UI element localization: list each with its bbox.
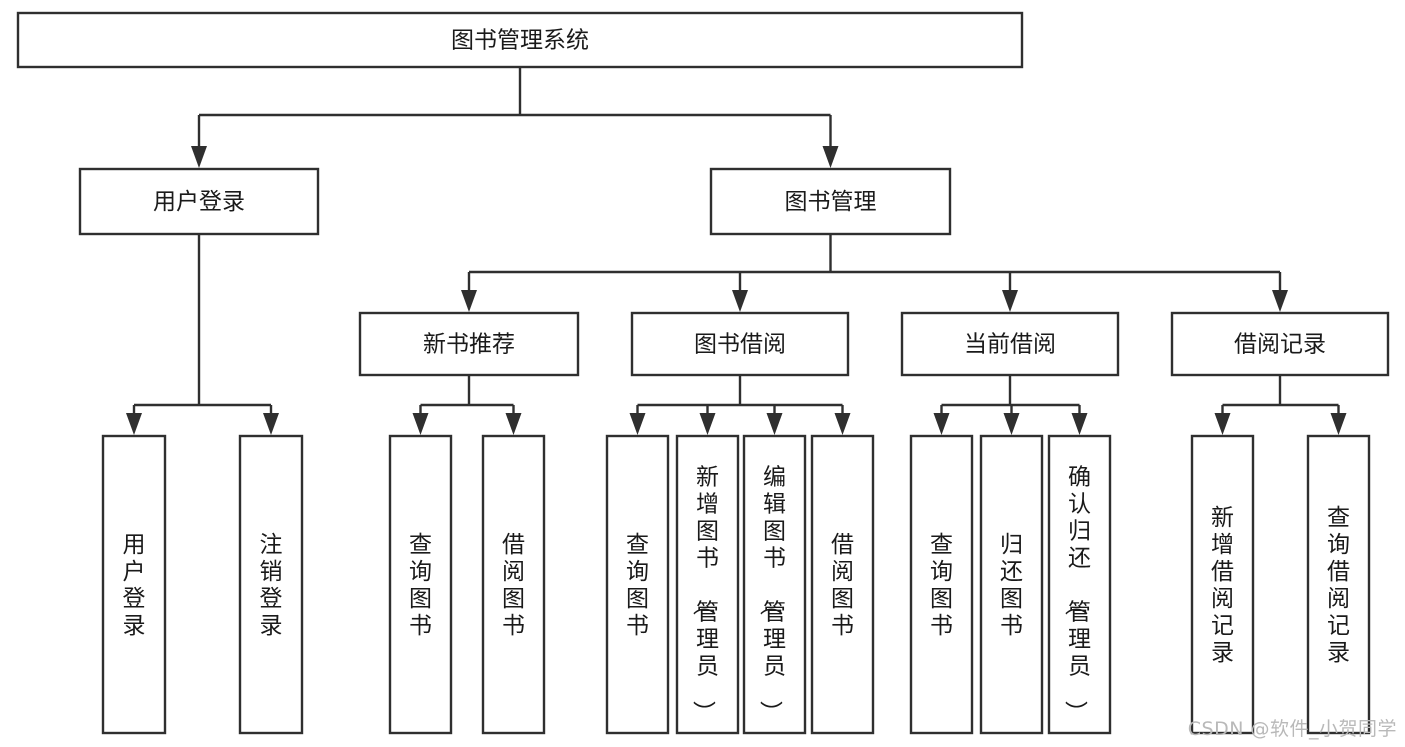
node-box[interactable] (900, 311, 1120, 377)
node-box[interactable] (238, 434, 304, 735)
node-box[interactable] (358, 311, 580, 377)
node-layer: 图书管理系统用户登录图书管理新书推荐图书借阅当前借阅借阅记录用户登录注销登录查询… (16, 11, 1390, 735)
node-label: 注销登录 (260, 532, 283, 639)
node-label: 编辑图书（管理员） (757, 465, 786, 724)
arrow-head-icon (1272, 290, 1288, 312)
node-box[interactable] (709, 167, 952, 236)
node-box[interactable] (675, 434, 740, 735)
node-查询借阅记录[interactable]: 查询借阅记录 (1306, 434, 1371, 735)
node-查询图书[interactable]: 查询图书 (605, 434, 670, 735)
node-label: 归还图书 (1000, 532, 1023, 639)
node-新增图书管理员[interactable]: 新增图书（管理员） (675, 434, 740, 735)
node-box[interactable] (742, 434, 807, 735)
node-编辑图书管理员[interactable]: 编辑图书（管理员） (742, 434, 807, 735)
arrow-head-icon (461, 290, 477, 312)
node-label: 用户登录 (153, 189, 245, 215)
arrow-head-icon (834, 413, 851, 435)
node-查询图书[interactable]: 查询图书 (388, 434, 453, 735)
node-label: 查询图书 (930, 532, 953, 639)
arrow-head-icon (126, 413, 142, 435)
arrow-head-icon (822, 146, 839, 168)
node-label: 借阅图书 (502, 532, 525, 639)
node-box[interactable] (810, 434, 875, 735)
node-label: 当前借阅 (964, 332, 1056, 358)
node-box[interactable] (101, 434, 167, 735)
node-label: 用户登录 (123, 532, 146, 639)
node-图书管理系统[interactable]: 图书管理系统 (16, 11, 1024, 69)
arrow-head-icon (1003, 413, 1020, 435)
node-label: 查询图书 (409, 532, 432, 639)
node-用户登录[interactable]: 用户登录 (101, 434, 167, 735)
node-label: 查询图书 (626, 532, 649, 639)
node-label: 借阅图书 (831, 532, 854, 639)
arrow-head-icon (732, 290, 748, 312)
node-label: 借阅记录 (1234, 332, 1326, 358)
node-用户登录[interactable]: 用户登录 (78, 167, 320, 236)
arrow-head-icon (933, 413, 950, 435)
node-box[interactable] (481, 434, 546, 735)
connector-layer (126, 67, 1347, 435)
arrow-head-icon (263, 413, 279, 435)
node-box[interactable] (979, 434, 1044, 735)
arrow-head-icon (505, 413, 522, 435)
arrow-head-icon (412, 413, 429, 435)
arrow-head-icon (766, 413, 783, 435)
node-box[interactable] (605, 434, 670, 735)
node-box[interactable] (630, 311, 850, 377)
node-确认归还管理员[interactable]: 确认归还（管理员） (1047, 434, 1112, 735)
node-借阅记录[interactable]: 借阅记录 (1170, 311, 1390, 377)
node-归还图书[interactable]: 归还图书 (979, 434, 1044, 735)
node-label: 图书管理系统 (451, 28, 589, 54)
node-label: 新增图书（管理员） (690, 465, 719, 724)
node-注销登录[interactable]: 注销登录 (238, 434, 304, 735)
arrow-head-icon (1330, 413, 1347, 435)
node-当前借阅[interactable]: 当前借阅 (900, 311, 1120, 377)
node-查询图书[interactable]: 查询图书 (909, 434, 974, 735)
arrow-head-icon (1071, 413, 1088, 435)
node-box[interactable] (1170, 311, 1390, 377)
arrow-head-icon (629, 413, 646, 435)
node-box[interactable] (388, 434, 453, 735)
node-box[interactable] (909, 434, 974, 735)
node-label: 确认归还（管理员） (1062, 465, 1091, 724)
arrow-head-icon (1214, 413, 1231, 435)
node-图书借阅[interactable]: 图书借阅 (630, 311, 850, 377)
node-借阅图书[interactable]: 借阅图书 (810, 434, 875, 735)
node-label: 图书管理 (785, 189, 877, 215)
node-label: 查询借阅记录 (1327, 505, 1350, 666)
node-借阅图书[interactable]: 借阅图书 (481, 434, 546, 735)
node-label: 新增借阅记录 (1211, 505, 1234, 666)
node-label: 图书借阅 (694, 332, 786, 358)
arrow-head-icon (191, 146, 207, 168)
node-box[interactable] (16, 11, 1024, 69)
node-新书推荐[interactable]: 新书推荐 (358, 311, 580, 377)
node-box[interactable] (78, 167, 320, 236)
csdn-watermark: CSDN @软件_小贺同学 (1187, 718, 1397, 740)
node-box[interactable] (1190, 434, 1255, 735)
node-box[interactable] (1306, 434, 1371, 735)
node-box[interactable] (1047, 434, 1112, 735)
arrow-head-icon (699, 413, 716, 435)
arrow-head-icon (1002, 290, 1018, 312)
node-label: 新书推荐 (423, 332, 515, 358)
node-图书管理[interactable]: 图书管理 (709, 167, 952, 236)
node-新增借阅记录[interactable]: 新增借阅记录 (1190, 434, 1255, 735)
